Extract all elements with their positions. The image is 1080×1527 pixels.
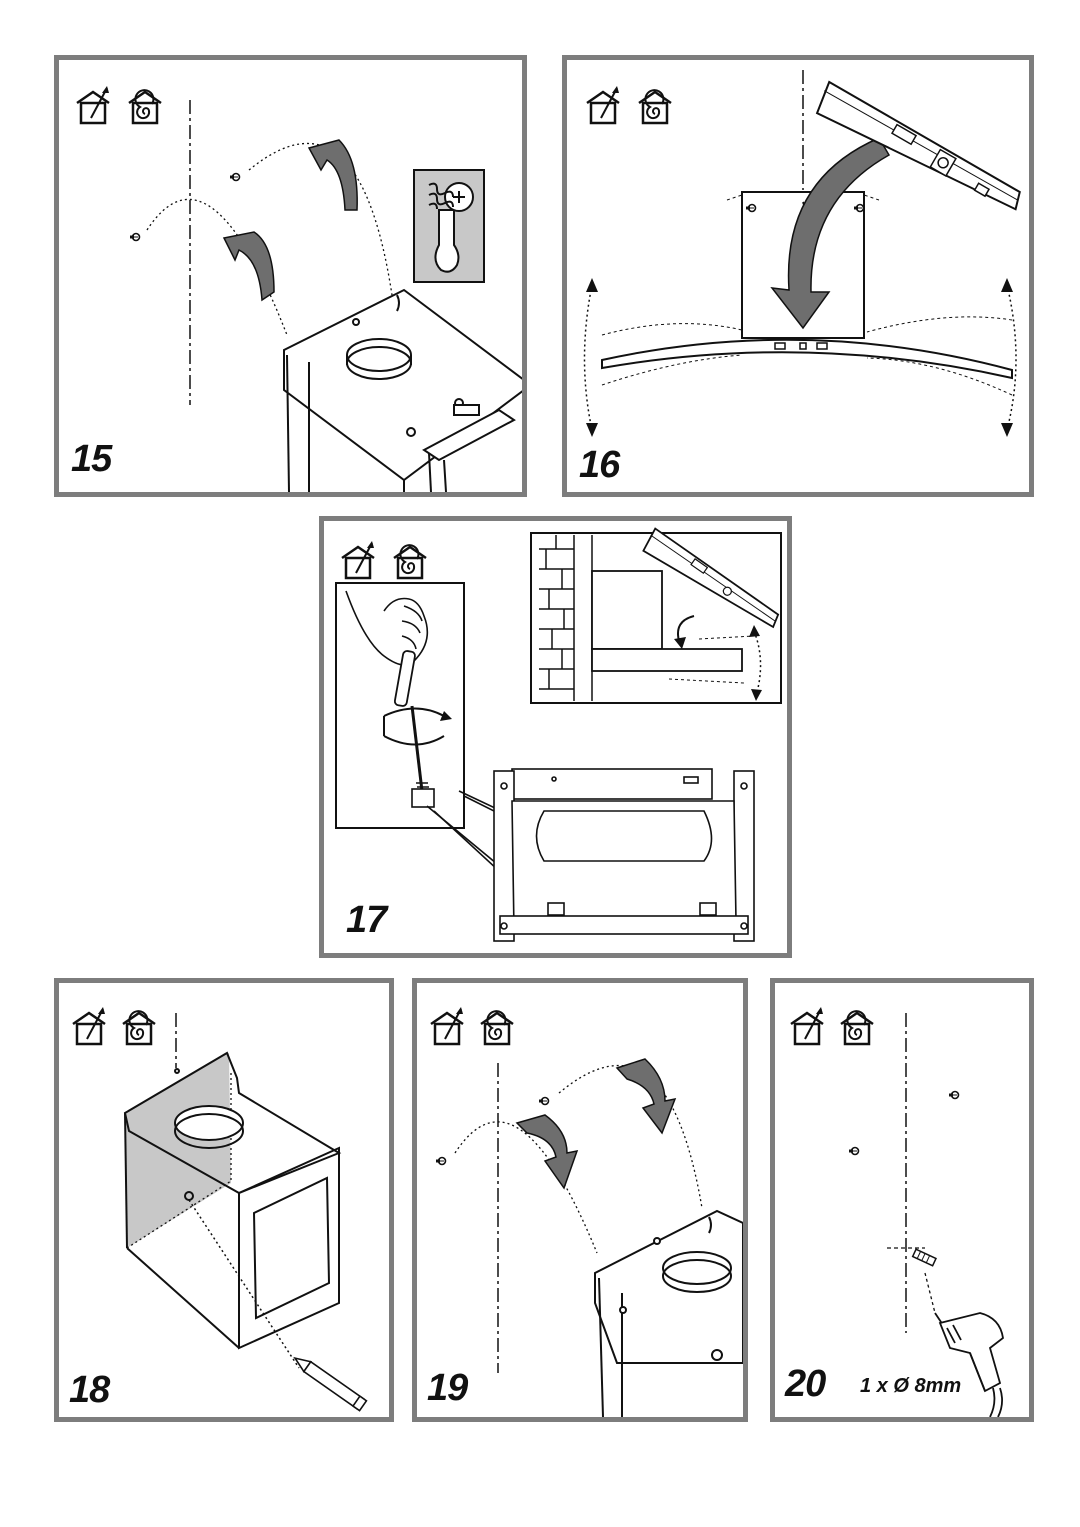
keyhole-screw-detail <box>413 169 485 283</box>
spirit-level-icon <box>815 80 1021 211</box>
marking-line <box>188 1199 300 1369</box>
extraction-mode-icon <box>71 1005 107 1046</box>
step-number: 16 <box>579 444 620 486</box>
lift-arrow <box>307 139 358 211</box>
step-15-illustration <box>75 84 522 492</box>
curved-glass-canopy <box>601 338 1013 380</box>
spirit-level-icon <box>642 527 780 629</box>
step-18-panel: 18 <box>54 978 394 1422</box>
step-18-illustration <box>71 1005 368 1412</box>
hood-chimney-body <box>283 288 522 492</box>
step-number: 20 <box>785 1363 826 1405</box>
drill-bit-spec: 1 x Ø 8mm <box>860 1375 962 1397</box>
lower-arrow <box>615 1058 677 1135</box>
extraction-mode-icon <box>789 1005 825 1046</box>
screw-icon <box>848 1146 860 1156</box>
movement-path <box>454 1121 598 1254</box>
adjust-range-arrow <box>753 630 762 697</box>
placement-arrow <box>770 137 891 330</box>
step-17-panel: 17 <box>319 516 792 958</box>
rotation-arrow <box>383 707 445 717</box>
movement-path <box>558 1065 703 1209</box>
step-number: 17 <box>346 899 387 941</box>
movement-path <box>146 198 288 336</box>
motor-bracket-assembly <box>493 768 755 942</box>
step-number: 18 <box>69 1369 110 1411</box>
extraction-mode-icon <box>340 539 376 580</box>
wall-marking-area <box>125 1053 231 1248</box>
extraction-mode-icon <box>75 84 111 125</box>
lift-arrow <box>222 231 275 302</box>
step-number: 15 <box>71 438 112 480</box>
screw-icon <box>538 1096 550 1106</box>
recirculation-mode-icon <box>127 88 163 125</box>
recirculation-mode-icon <box>479 1009 515 1046</box>
step-20-illustration <box>789 1005 1004 1417</box>
step-number: 19 <box>427 1367 468 1409</box>
step-16-illustration <box>583 70 1021 437</box>
extraction-mode-icon <box>429 1005 465 1046</box>
step-15-panel: 15 <box>54 55 527 497</box>
adjust-range-arrow <box>1006 284 1017 431</box>
drill-path <box>924 1272 936 1314</box>
recirculation-mode-icon <box>121 1009 157 1046</box>
pencil-icon <box>293 1356 368 1412</box>
extraction-mode-icon <box>585 84 621 125</box>
hood-chimney-body <box>594 1209 743 1417</box>
lower-arrow <box>515 1114 579 1190</box>
brick-wall <box>539 535 593 701</box>
tilt-outline <box>863 194 880 340</box>
step-17-illustration <box>335 527 782 942</box>
hand-holding-screwdriver <box>345 590 429 666</box>
screw-icon <box>435 1156 447 1166</box>
recirculation-mode-icon <box>392 543 428 580</box>
screwdriver-icon <box>393 650 435 808</box>
tilt-outline <box>726 194 743 340</box>
step-19-illustration <box>429 1005 743 1417</box>
chimney-side-view <box>591 570 663 650</box>
drill-icon <box>934 1312 1004 1417</box>
screw-icon <box>129 232 141 242</box>
step-16-panel: 16 <box>562 55 1034 497</box>
screw-icon <box>948 1090 960 1100</box>
step-19-panel: 19 <box>412 978 748 1422</box>
adjust-range-arrow <box>583 284 593 431</box>
step-20-panel: 20 1 x Ø 8mm <box>770 978 1034 1422</box>
wall-plug-icon <box>911 1248 937 1267</box>
recirculation-mode-icon <box>637 88 673 125</box>
recirculation-mode-icon <box>839 1009 875 1046</box>
canopy-side-view <box>591 648 743 672</box>
screw-icon <box>229 172 241 182</box>
